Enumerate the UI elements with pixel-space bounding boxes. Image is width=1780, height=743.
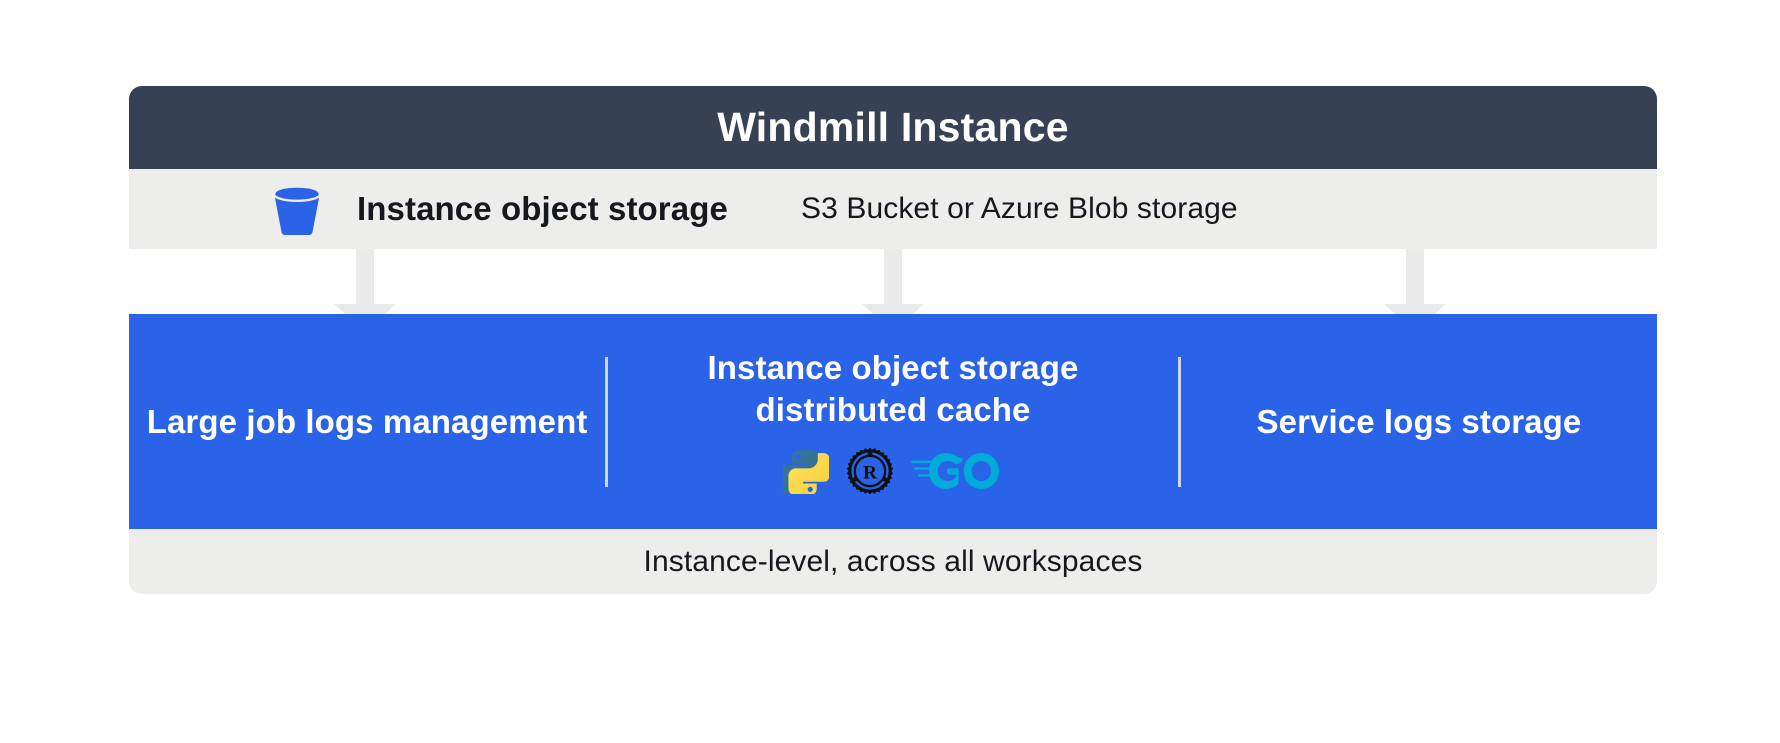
column-divider: [1177, 356, 1181, 487]
storage-strip-label: Instance object storage: [357, 190, 728, 227]
column-title: Service logs storage: [1256, 402, 1582, 440]
column-service-logs: Service logs storage: [1181, 314, 1657, 529]
column-divider: [605, 356, 609, 487]
language-logo-row: R: [783, 446, 1003, 496]
diagram-header: Windmill Instance: [129, 86, 1657, 169]
column-title: Large job logs management: [146, 402, 588, 440]
go-logo: [911, 448, 1003, 494]
diagram-footer: Instance-level, across all workspaces: [129, 529, 1657, 594]
arrow-stem: [884, 249, 902, 307]
python-logo: [783, 448, 829, 495]
page-title: Windmill Instance: [717, 104, 1069, 150]
windmill-instance-diagram: Windmill Instance Instance object storag…: [129, 86, 1657, 659]
storage-strip-sublabel: S3 Bucket or Azure Blob storage: [801, 192, 1238, 225]
arrow-stem: [1406, 249, 1424, 307]
instance-object-storage-strip: Instance object storage S3 Bucket or Azu…: [129, 169, 1657, 249]
column-large-job-logs: Large job logs management: [129, 314, 605, 529]
s3-bucket-icon: [268, 182, 326, 240]
rust-logo: R: [847, 448, 893, 495]
column-distributed-cache: Instance object storage distributed cach…: [608, 314, 1178, 529]
arrow-stem: [356, 249, 374, 307]
capabilities-panel: Large job logs management Instance objec…: [129, 314, 1657, 529]
svg-text:R: R: [863, 463, 878, 484]
footer-text: Instance-level, across all workspaces: [643, 544, 1143, 578]
column-title: Instance object storage distributed cach…: [707, 348, 1079, 428]
